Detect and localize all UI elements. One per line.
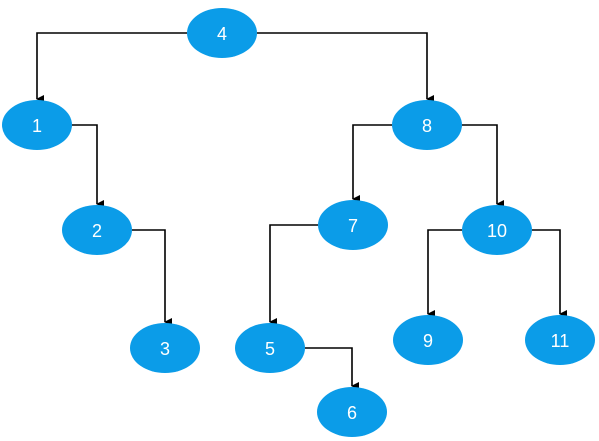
edge-7-to-5	[269, 224, 318, 326]
node-ellipse	[187, 8, 257, 58]
node-label: 11	[551, 331, 570, 351]
edge-2-to-3	[132, 229, 172, 326]
edge-5-to-6	[305, 347, 359, 390]
edge-10-to-11	[532, 229, 567, 318]
node-label: 1	[32, 116, 42, 136]
tree-node-4: 4	[187, 8, 257, 58]
edges-layer	[36, 32, 567, 390]
edge-4-to-1	[36, 32, 187, 103]
node-ellipse	[235, 323, 305, 373]
node-label: 10	[487, 221, 507, 241]
node-ellipse	[2, 100, 72, 150]
edge-4-to-8	[257, 32, 434, 103]
nodes-layer: 4 1 8 2 3 7 10 5 6 9 11	[2, 8, 595, 437]
edge-8-to-7	[352, 124, 392, 203]
edge-1-to-2	[72, 124, 104, 208]
tree-node-9: 9	[393, 315, 463, 365]
node-label: 7	[348, 216, 358, 236]
node-ellipse	[392, 100, 462, 150]
node-ellipse	[130, 323, 200, 373]
node-label: 4	[217, 24, 227, 44]
tree-node-11: 11	[525, 315, 595, 365]
tree-node-5: 5	[235, 323, 305, 373]
tree-node-3: 3	[130, 323, 200, 373]
node-ellipse	[318, 200, 388, 250]
tree-node-7: 7	[318, 200, 388, 250]
node-ellipse	[462, 205, 532, 255]
node-label: 3	[160, 339, 170, 359]
node-ellipse	[317, 387, 387, 437]
node-label: 2	[92, 221, 102, 241]
node-label: 6	[347, 403, 357, 423]
node-label: 8	[422, 116, 432, 136]
tree-node-1: 1	[2, 100, 72, 150]
node-label: 9	[423, 331, 433, 351]
node-ellipse	[62, 205, 132, 255]
tree-node-10: 10	[462, 205, 532, 255]
tree-node-6: 6	[317, 387, 387, 437]
node-ellipse	[393, 315, 463, 365]
node-label: 5	[265, 339, 275, 359]
tree-node-2: 2	[62, 205, 132, 255]
tree-node-8: 8	[392, 100, 462, 150]
edge-10-to-9	[427, 229, 462, 318]
node-ellipse	[525, 315, 595, 365]
edge-8-to-10	[462, 124, 504, 208]
